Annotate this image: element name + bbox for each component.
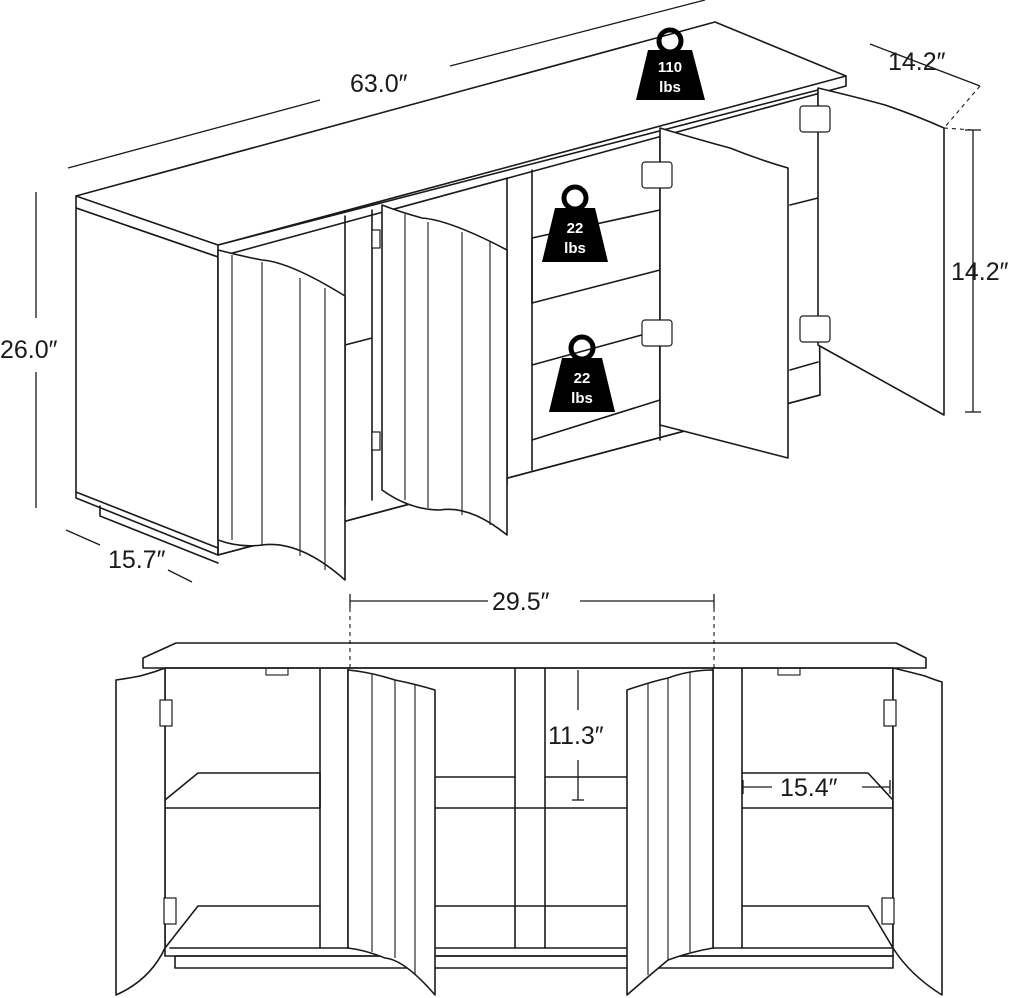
hinge-icon (163, 897, 177, 925)
hinge-icon (641, 161, 673, 189)
hinge-icon (641, 319, 673, 347)
dim-depth-top-label: 14.2″ (888, 48, 946, 76)
perspective-view: 110 lbs 22 lbs 22 lbs 63.0″ 14.2″ 14.2″ … (0, 0, 1009, 583)
dim-width-label: 63.0″ (350, 70, 408, 98)
dim-cabinet-width-label: 15.4″ (780, 774, 838, 802)
weight-icon-shelf-lower: 22 lbs (549, 334, 615, 412)
hinge-icon (883, 699, 897, 727)
front-door-right (892, 667, 943, 996)
hinge-icon (799, 105, 831, 133)
hinge-icon (371, 229, 381, 249)
weight-top-unit: lbs (659, 79, 681, 96)
hinge-icon (371, 431, 381, 451)
hinge-icon (881, 897, 895, 925)
dim-height-label: 26.0″ (0, 336, 58, 364)
door-plain-4 (817, 87, 945, 416)
dim-shelf-height-label: 11.3″ (548, 722, 604, 750)
hinge-icon (799, 315, 831, 343)
weight-shelf-upper-value: 22 (567, 220, 584, 237)
hinge-icon (159, 699, 173, 727)
dim-inner-width-label: 29.5″ (492, 588, 550, 616)
dim-side-height-label: 14.2″ (951, 258, 1009, 286)
left-side-panel (75, 207, 219, 549)
door-fluted-2 (381, 204, 508, 536)
door-fluted-1 (217, 249, 346, 581)
front-door-left (115, 667, 166, 996)
weight-icon-top: 110 lbs (636, 27, 705, 100)
weight-top-value: 110 (658, 59, 682, 76)
weight-shelf-lower-value: 22 (574, 370, 591, 387)
front-door-fluted-left (347, 669, 436, 996)
weight-shelf-lower-unit: lbs (571, 390, 593, 407)
door-plain-3 (659, 127, 789, 459)
front-top (142, 642, 927, 669)
front-view: 29.5″ 11.3″ 15.4″ (115, 588, 943, 996)
dim-depth-bottom-label: 15.7″ (108, 546, 166, 574)
weight-shelf-upper-unit: lbs (564, 240, 586, 257)
weight-icon-shelf-upper: 22 lbs (542, 184, 608, 262)
front-door-fluted-right (626, 669, 714, 996)
